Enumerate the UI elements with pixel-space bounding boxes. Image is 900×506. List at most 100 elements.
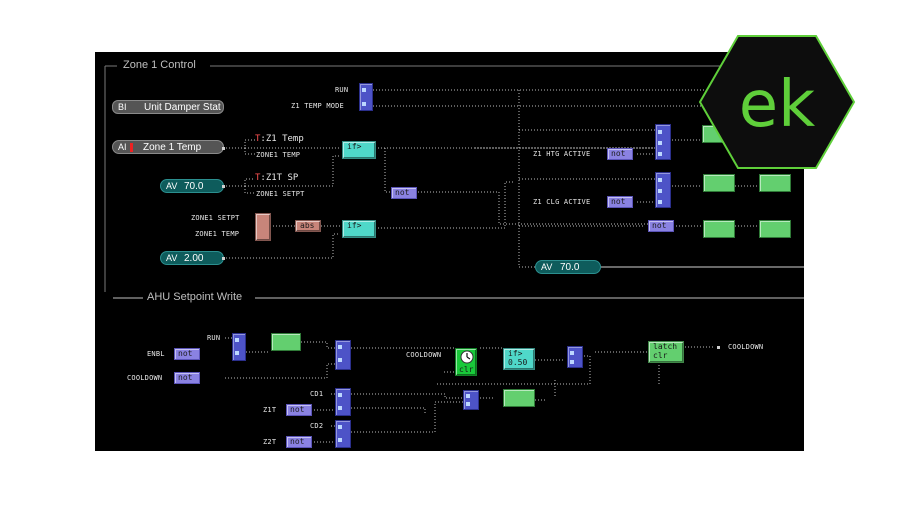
section-title-ahu: AHU Setpoint Write	[144, 291, 246, 303]
label-run: RUN	[335, 86, 349, 94]
logo-text: ek	[739, 68, 815, 142]
label-cooldown-mid: COOLDOWN	[406, 351, 442, 359]
gate-bar	[338, 393, 342, 397]
and-gate-htg[interactable]	[655, 124, 671, 160]
block-label-clr: clr	[653, 351, 668, 360]
gate-bar	[466, 394, 470, 398]
label-cooldown-out: COOLDOWN	[728, 343, 764, 351]
gate-bar	[338, 425, 342, 429]
gate-bar	[338, 358, 342, 362]
point-unit-damper[interactable]: BI Unit Damper Stat	[112, 100, 224, 114]
ahu-delay-block[interactable]	[271, 333, 301, 351]
t-prefix: T	[255, 134, 261, 144]
gate-bar	[570, 360, 574, 364]
point-zone1-temp[interactable]: AI Zone 1 Temp	[112, 140, 224, 154]
point-value: 2.00	[184, 253, 204, 264]
label-zone1-setpt: ZONE1 SETPT	[256, 190, 305, 198]
alarm-indicator	[130, 143, 133, 152]
not-block-3[interactable]: not	[648, 220, 674, 232]
gate-bar	[658, 152, 662, 156]
label-zone1-temp-2: ZONE1 TEMP	[195, 230, 240, 238]
if-greater-block[interactable]: if>	[342, 141, 376, 159]
not-block[interactable]: not	[391, 187, 417, 199]
delay-block-2[interactable]	[703, 174, 735, 192]
point-av-70-right[interactable]: AV 70.0	[535, 260, 601, 274]
wire-node	[717, 346, 720, 349]
not-block-cooldown[interactable]: not	[174, 372, 200, 384]
label-cooldown-in: COOLDOWN	[127, 374, 163, 382]
if-greater-block-3[interactable]: if> 0.50	[503, 348, 535, 370]
block-label: if>	[347, 221, 362, 230]
gate-bar	[658, 178, 662, 182]
not-block-enbl[interactable]: not	[174, 348, 200, 360]
point-tag: AV	[166, 253, 178, 263]
gate-bar	[338, 345, 342, 349]
and-gate-clg[interactable]	[655, 172, 671, 208]
if-greater-block-2[interactable]: if>	[342, 220, 376, 238]
label-z2t: Z2T	[263, 438, 277, 446]
not-block-z2t[interactable]: not	[286, 436, 312, 448]
clock-icon	[460, 350, 474, 364]
ek-logo: ek	[698, 35, 856, 169]
or-gate-cd[interactable]	[463, 390, 479, 410]
label-cd1: CD1	[310, 390, 324, 398]
block-value: 0.50	[508, 358, 528, 367]
and-gate-latch[interactable]	[567, 346, 583, 368]
label-zone1-temp: ZONE1 TEMP	[256, 151, 301, 159]
block-label: if>	[508, 349, 523, 358]
block-label: abs	[300, 221, 315, 230]
section-title-zone1: Zone 1 Control	[120, 59, 199, 71]
t-name: :Z1 Temp	[260, 134, 304, 144]
point-tag: BI	[118, 102, 127, 112]
subtract-block[interactable]	[255, 213, 271, 241]
or-gate-ahu[interactable]	[335, 340, 351, 370]
abs-block[interactable]: abs	[295, 220, 321, 232]
t-prefix: T	[255, 173, 261, 183]
wire-node	[222, 257, 225, 260]
point-tag: AI	[118, 142, 127, 152]
gate-bar	[658, 130, 662, 134]
block-label: if>	[347, 142, 362, 151]
label-z1t: Z1T	[263, 406, 277, 414]
delay-block-3[interactable]	[759, 174, 791, 192]
label-enbl: ENBL	[147, 350, 165, 358]
gate-bar	[362, 102, 366, 106]
point-av-70-setpoint[interactable]: AV 70.0	[160, 179, 224, 193]
gate-bar	[235, 338, 239, 342]
timer-clr-block[interactable]: clr	[455, 348, 477, 376]
and-gate-cd2[interactable]	[335, 420, 351, 448]
label-cd2: CD2	[310, 422, 324, 430]
not-block-z1t[interactable]: not	[286, 404, 312, 416]
gate-bar	[570, 351, 574, 355]
gate-bar	[362, 88, 366, 92]
label-z1-htg-active: Z1 HTG ACTIVE	[533, 150, 591, 158]
and-gate-cd1[interactable]	[335, 388, 351, 416]
delay-block-5[interactable]	[759, 220, 791, 238]
run-or-block[interactable]	[359, 83, 373, 111]
and-gate-run[interactable]	[232, 333, 246, 361]
label-run-2: RUN	[207, 334, 221, 342]
t-zone-temp-link[interactable]: T:Z1 Temp	[255, 134, 304, 144]
t-name: :Z1T SP	[260, 173, 299, 183]
gate-bar	[658, 141, 662, 145]
delay-block-4[interactable]	[703, 220, 735, 238]
point-label: Unit Damper Stat	[144, 102, 221, 113]
label-zone1-setpt-2: ZONE1 SETPT	[191, 214, 240, 222]
t-z1t-sp-link[interactable]: T:Z1T SP	[255, 173, 298, 183]
point-tag: AV	[541, 262, 553, 272]
not-block-htg[interactable]: not	[607, 148, 633, 160]
label-z1-temp-mode: Z1 TEMP MODE	[291, 102, 344, 110]
cd-delay-block[interactable]	[503, 389, 535, 407]
gate-bar	[658, 189, 662, 193]
gate-bar	[466, 402, 470, 406]
block-label: latch	[653, 342, 678, 351]
logic-canvas: Zone 1 Control AHU Setpoint Write RUN Z1…	[95, 52, 804, 451]
point-value: 70.0	[184, 181, 204, 192]
label-z1-clg-active: Z1 CLG ACTIVE	[533, 198, 591, 206]
block-label: clr	[459, 365, 474, 374]
wire-node	[222, 147, 225, 150]
not-block-clg[interactable]: not	[607, 196, 633, 208]
gate-bar	[338, 406, 342, 410]
latch-block[interactable]: latch clr	[648, 341, 684, 363]
point-av-deadband[interactable]: AV 2.00	[160, 251, 224, 265]
